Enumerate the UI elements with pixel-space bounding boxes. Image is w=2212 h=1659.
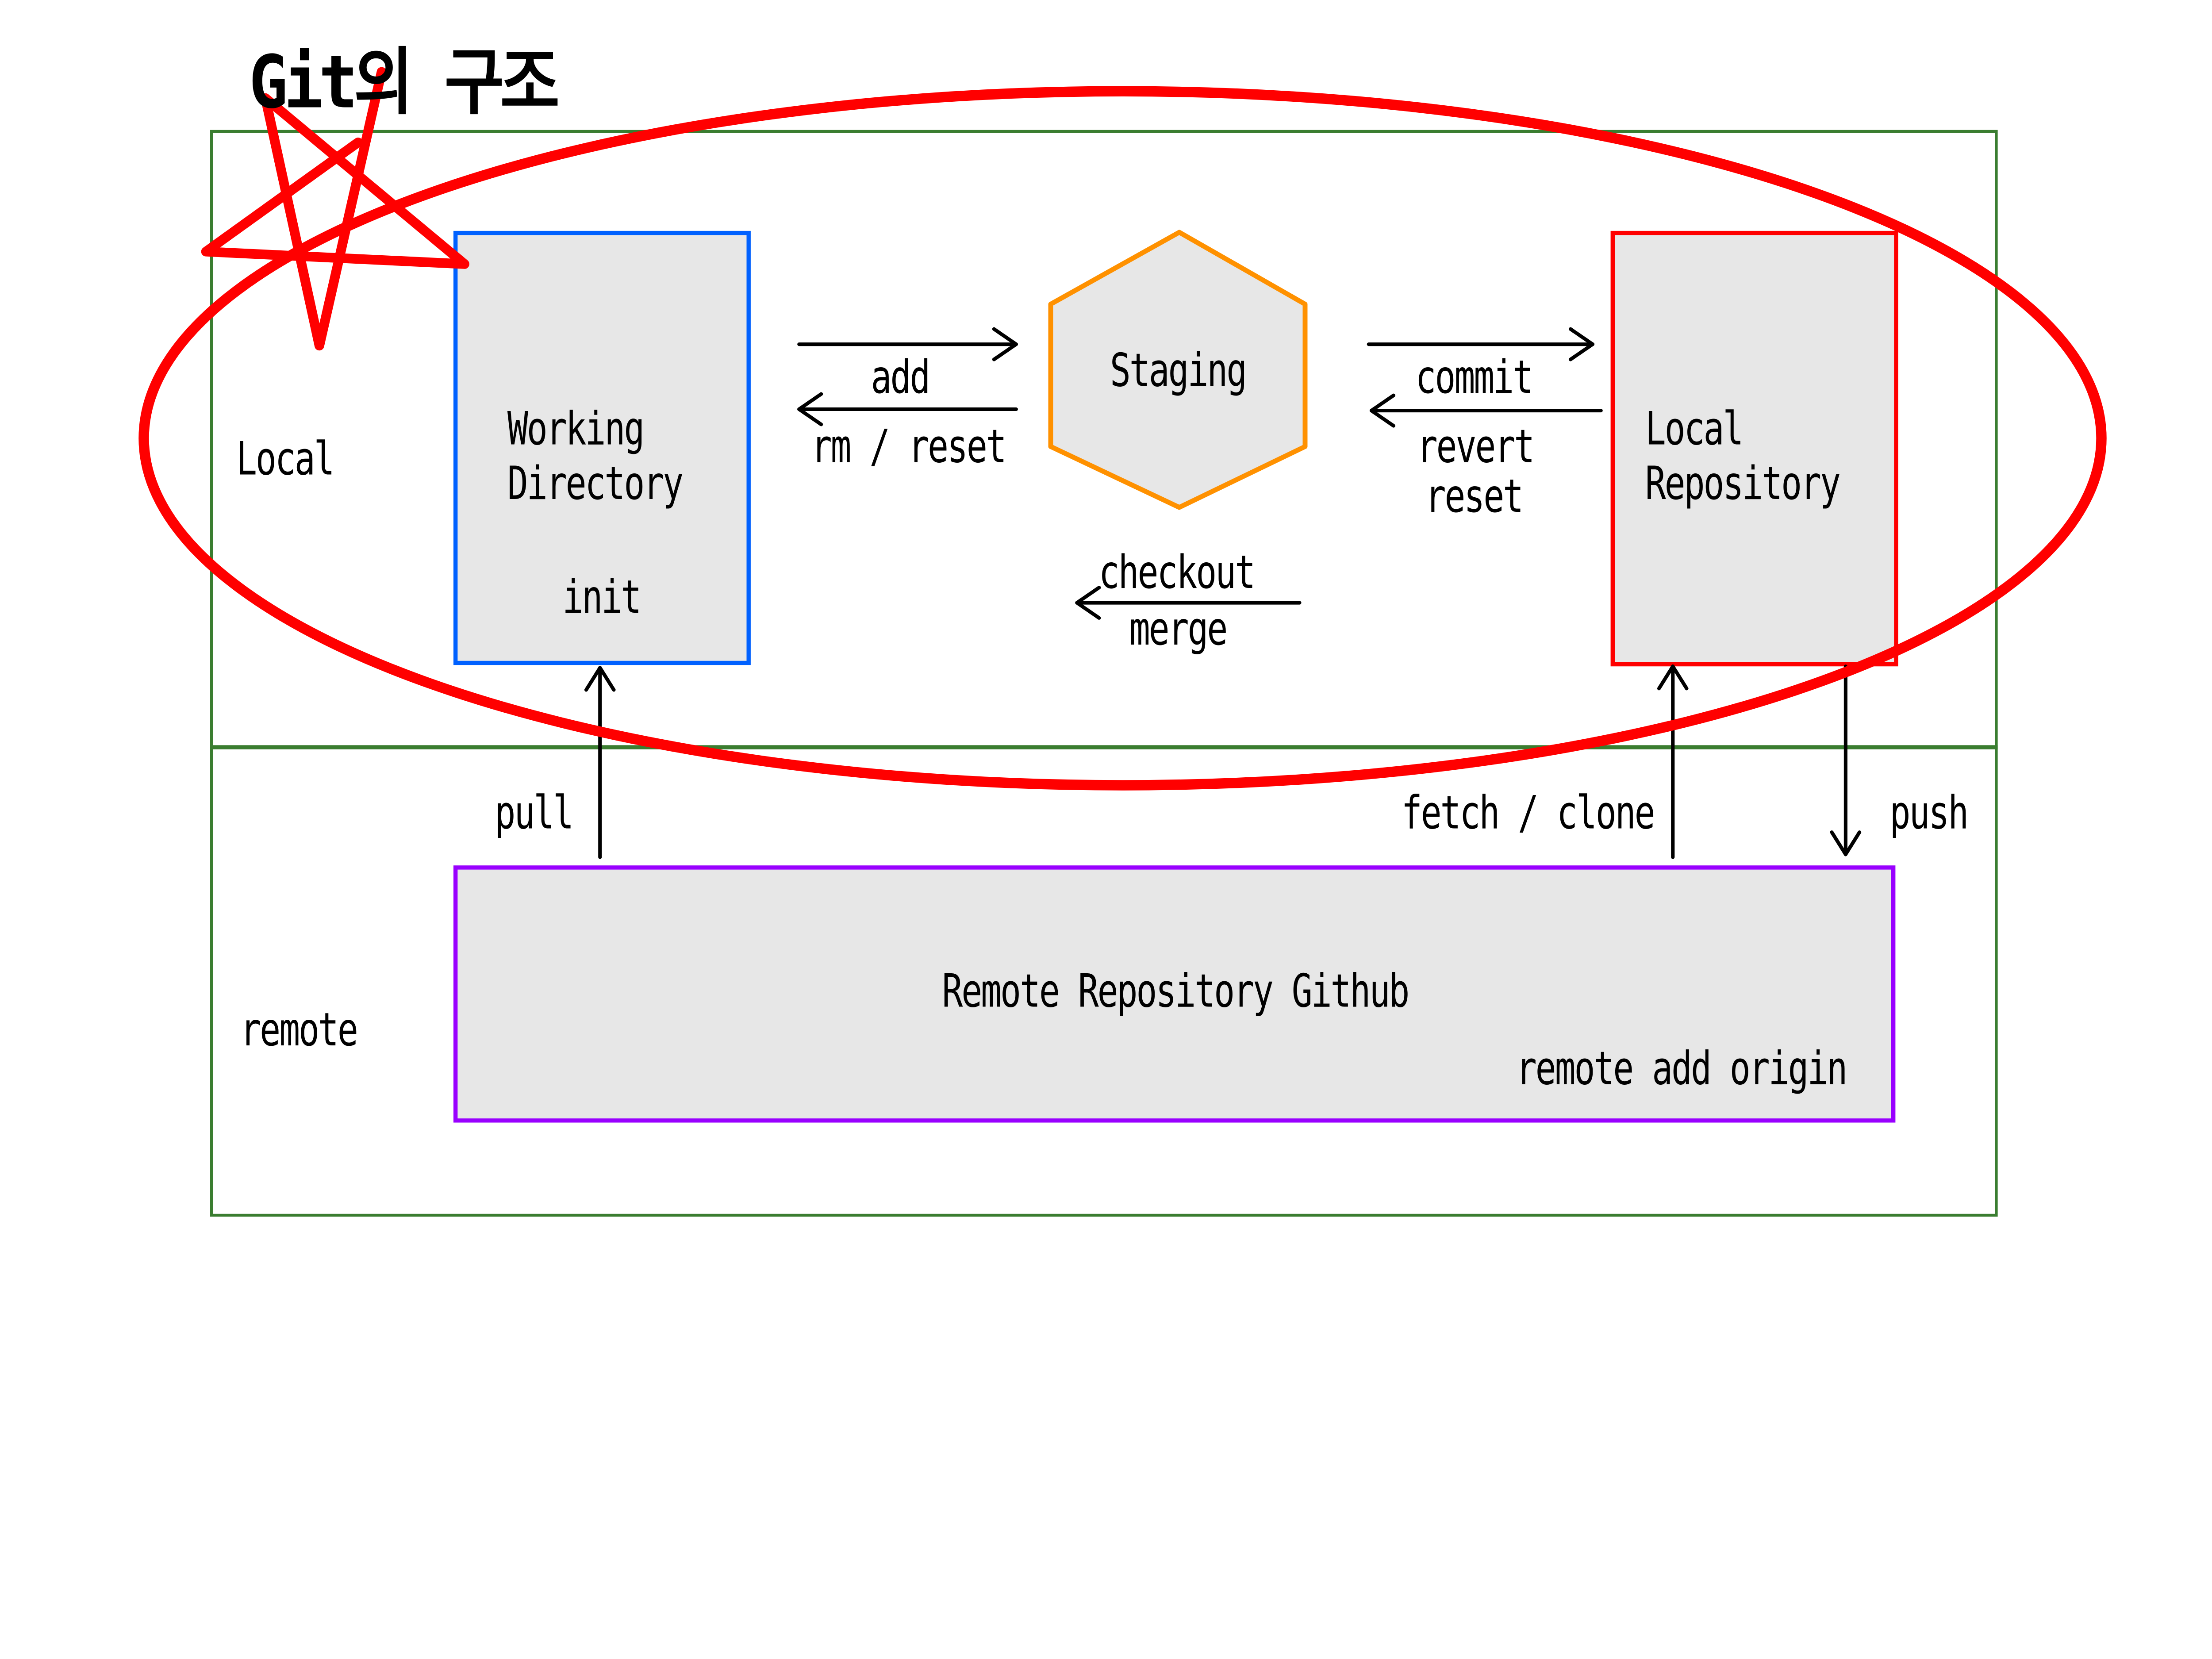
push-label: push [1889, 786, 1969, 840]
section-divider [210, 745, 1998, 749]
page-title: Git의 구조 [249, 41, 560, 126]
merge-label: merge [1129, 603, 1228, 656]
revert-label: revert [1417, 420, 1535, 473]
pull-label: pull [495, 786, 574, 840]
working-directory-line2: Directory [507, 457, 684, 510]
local-repository-line1: Local [1645, 402, 1744, 455]
working-directory-label: Working Directory [507, 402, 684, 512]
remote-add-origin-label: remote add origin [1516, 1042, 1848, 1095]
add-label: add [871, 351, 931, 404]
commit-label: commit [1415, 351, 1534, 404]
init-label: init [562, 571, 642, 624]
git-structure-diagram: Git의 구조 Local remote Working Directory i… [138, 41, 2107, 1217]
staging-label: Staging [1110, 344, 1248, 397]
remote-repository-box [453, 865, 1896, 1123]
fetch-clone-label: fetch / clone [1401, 786, 1655, 840]
remote-repository-label: Remote Repository Github [942, 964, 1409, 1018]
local-repository-line2: Repository [1645, 457, 1841, 510]
rm-reset-label: rm / reset [811, 420, 1007, 473]
remote-section-label: remote [240, 1003, 358, 1056]
local-section-label: Local [236, 432, 335, 486]
reset-label: reset [1425, 470, 1524, 523]
local-repository-label: Local Repository [1645, 402, 1841, 512]
checkout-label: checkout [1098, 545, 1256, 599]
working-directory-line1: Working [507, 402, 645, 455]
